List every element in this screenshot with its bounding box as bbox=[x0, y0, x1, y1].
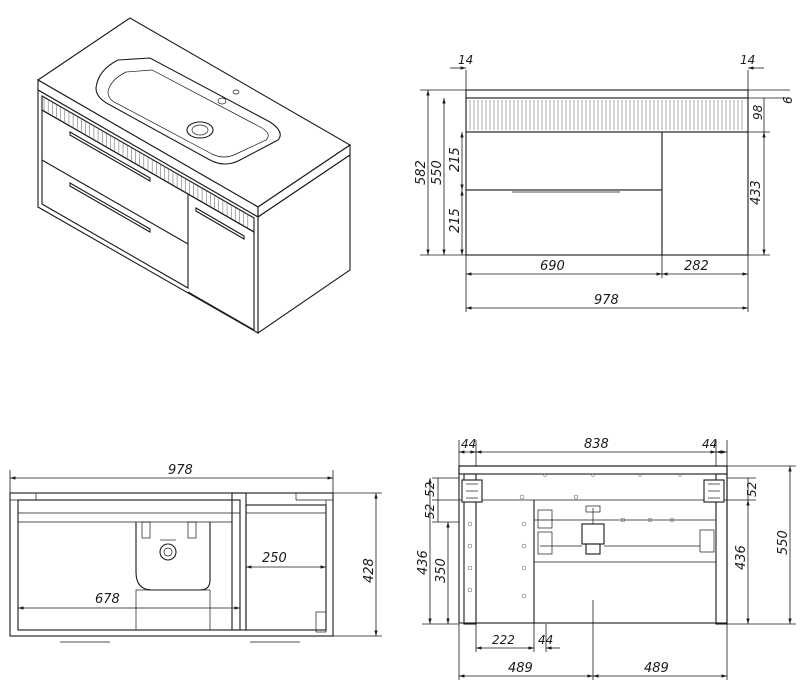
dim-side-door: 433 bbox=[749, 180, 764, 205]
dim-top-thickness: 6 bbox=[781, 96, 795, 104]
dim-back-height-350: 350 bbox=[434, 558, 449, 583]
dim-back-left-margin: 44 bbox=[461, 437, 476, 451]
dim-back-height-550: 550 bbox=[776, 530, 791, 555]
dim-back-height-436-left: 436 bbox=[416, 550, 431, 575]
top-view: 978 428 250 678 bbox=[9, 463, 382, 643]
dim-drawer-section: 678 bbox=[95, 592, 120, 607]
dim-drawer-lower: 215 bbox=[448, 208, 463, 233]
dim-top-panel: 98 bbox=[751, 104, 765, 120]
basin bbox=[95, 57, 281, 165]
dim-top-depth: 428 bbox=[362, 558, 377, 583]
back-view: 44 838 44 52 52 436 350 52 436 550 222 4… bbox=[416, 437, 796, 680]
dim-back-offset-222: 222 bbox=[492, 633, 515, 647]
dim-back-bracket-right: 52 bbox=[745, 482, 759, 497]
dim-total-width: 978 bbox=[594, 293, 619, 308]
dim-drawers-width: 690 bbox=[540, 259, 565, 274]
dim-back-half-right: 489 bbox=[644, 661, 669, 676]
dim-back-span: 838 bbox=[584, 437, 609, 452]
front-view: 14 14 6 98 433 582 550 215 215 690 282 9… bbox=[414, 53, 795, 312]
dim-door-width: 282 bbox=[684, 259, 709, 274]
dim-back-offset-44: 44 bbox=[538, 633, 553, 647]
dim-overhang-left: 14 bbox=[458, 53, 473, 67]
dim-back-right-margin: 44 bbox=[702, 437, 717, 451]
isometric-view bbox=[36, 17, 352, 335]
dim-body-height: 550 bbox=[430, 160, 445, 185]
dim-drawer-upper: 215 bbox=[448, 147, 463, 172]
dim-side-compartment: 250 bbox=[262, 551, 287, 566]
dim-overhang-right: 14 bbox=[740, 53, 755, 67]
dim-top-total-width: 978 bbox=[168, 463, 193, 478]
dim-back-height-436-right: 436 bbox=[734, 545, 749, 570]
dim-back-half-left: 489 bbox=[508, 661, 533, 676]
dim-total-height: 582 bbox=[414, 160, 429, 185]
